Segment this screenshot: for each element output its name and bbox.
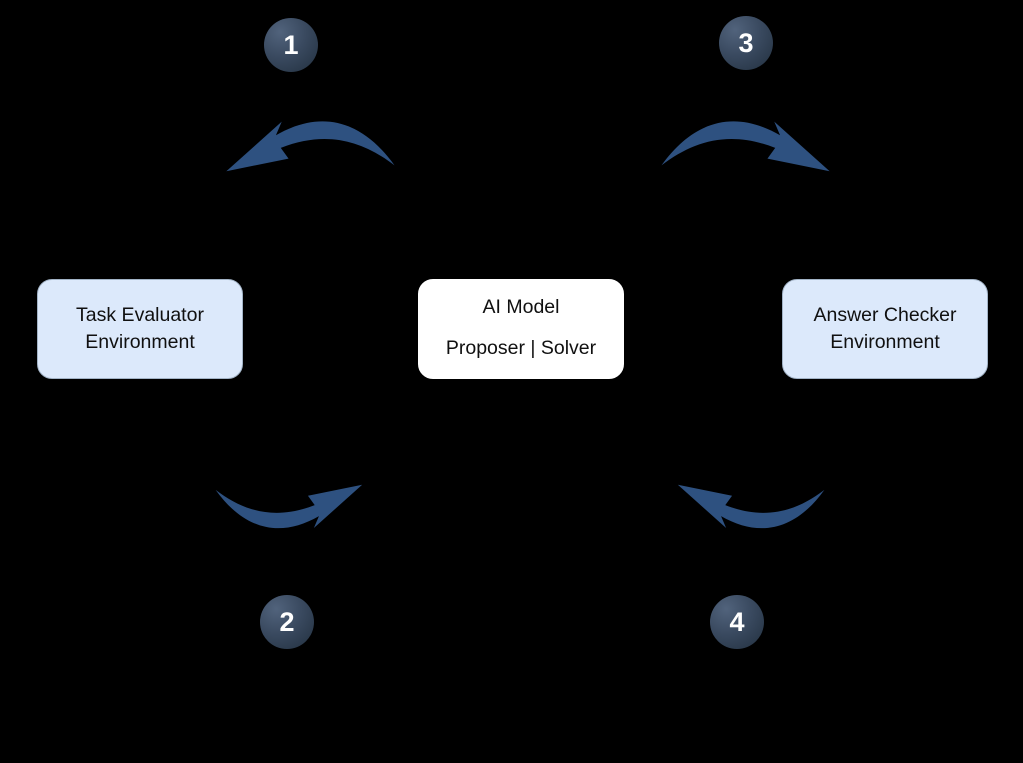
step-3-badge: 3 — [719, 16, 773, 70]
task-evaluator-environment-box: Task Evaluator Environment — [37, 279, 243, 379]
step-3-number: 3 — [738, 27, 754, 58]
task-evaluator-line1: Task Evaluator — [76, 303, 204, 326]
step-4-number: 4 — [729, 606, 745, 637]
answer-checker-line2: Environment — [830, 331, 940, 353]
ai-model-box: AI Model Proposer | Solver — [418, 279, 624, 379]
answer-checker-environment-box: Answer Checker Environment — [782, 279, 988, 379]
curved-arrow-step-2-icon — [215, 484, 363, 529]
step-4-badge: 4 — [710, 595, 764, 649]
ai-model-title: AI Model — [482, 296, 560, 318]
curved-arrow-step-1-icon — [226, 121, 395, 172]
curved-arrow-step-3-icon — [661, 121, 830, 172]
step-1-badge: 1 — [264, 18, 318, 72]
answer-checker-line1: Answer Checker — [813, 303, 957, 326]
curved-arrow-step-4-icon — [677, 484, 825, 529]
step-1-number: 1 — [283, 29, 299, 60]
step-2-number: 2 — [279, 606, 295, 637]
step-2-badge: 2 — [260, 595, 314, 649]
ai-model-subtitle: Proposer | Solver — [445, 336, 597, 359]
task-evaluator-line2: Environment — [85, 331, 195, 353]
